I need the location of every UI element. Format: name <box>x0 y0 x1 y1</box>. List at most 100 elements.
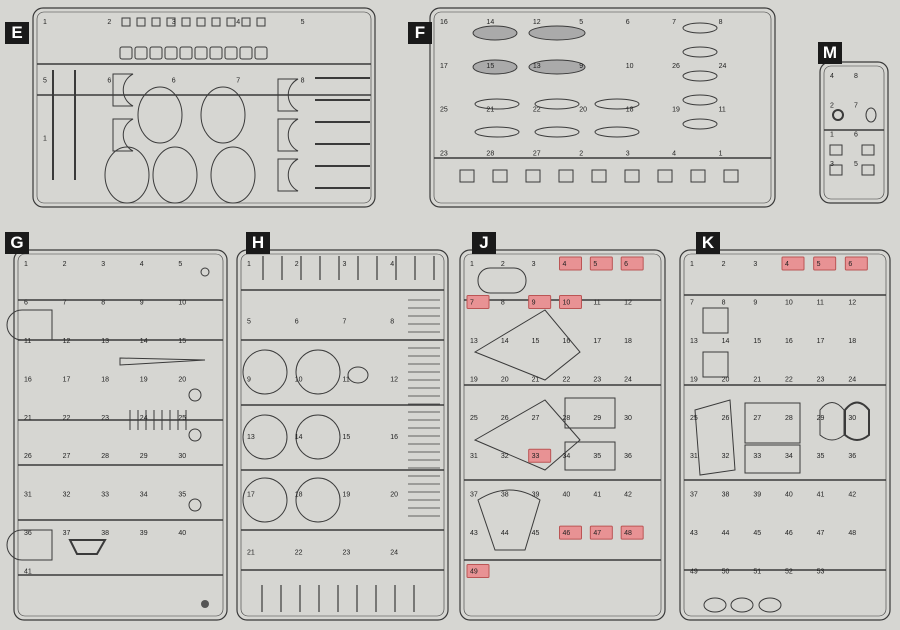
part-number: 34 <box>563 453 571 460</box>
part <box>164 46 178 60</box>
small-part <box>492 169 508 183</box>
part-number: 11 <box>593 299 600 306</box>
part-number: 15 <box>532 338 540 345</box>
highlighted-part <box>559 294 582 309</box>
part <box>254 46 268 60</box>
highlighted-part <box>466 564 490 579</box>
part-number: 2 <box>295 261 299 268</box>
part-number: 42 <box>848 492 856 499</box>
part <box>703 597 727 613</box>
part-number: 21 <box>247 549 255 556</box>
propeller-part <box>188 498 202 512</box>
part-number: 2 <box>501 261 505 268</box>
part-number: 8 <box>390 319 394 326</box>
hull-part <box>210 146 256 204</box>
part-number: 11 <box>343 376 350 383</box>
part-number: 41 <box>817 492 825 499</box>
small-part <box>558 169 574 183</box>
part-number: 10 <box>563 299 571 306</box>
part-number: 33 <box>753 453 761 460</box>
part-number: 5 <box>43 77 47 84</box>
part-number: 35 <box>178 492 186 499</box>
part-number: 12 <box>848 299 856 306</box>
deck-part <box>473 309 581 381</box>
part <box>829 144 843 156</box>
part-number: 21 <box>486 107 494 114</box>
part-number: 38 <box>722 492 730 499</box>
hull-part <box>200 86 246 144</box>
boat-part <box>472 59 518 75</box>
part <box>758 597 782 613</box>
part-number: 2 <box>107 19 111 26</box>
part-number: 53 <box>817 569 825 576</box>
part-number: 18 <box>624 338 632 345</box>
boat-part <box>682 22 718 34</box>
part <box>6 309 53 341</box>
part-number: 43 <box>690 530 698 537</box>
disc-part <box>242 477 288 523</box>
part-number: 13 <box>470 338 478 345</box>
part-number: 44 <box>501 530 509 537</box>
part-number: 2 <box>722 261 726 268</box>
part-number: 44 <box>722 530 730 537</box>
part <box>730 597 754 613</box>
highlighted-part <box>844 256 868 271</box>
part-number: 5 <box>817 261 821 268</box>
sprue-label-g: G <box>5 232 29 254</box>
part-number: 24 <box>624 376 632 383</box>
part-number: 3 <box>753 261 757 268</box>
part-number: 9 <box>247 376 251 383</box>
part-number: 13 <box>247 434 255 441</box>
part-number: 5 <box>247 319 251 326</box>
part <box>112 118 134 152</box>
part-number: 26 <box>501 415 509 422</box>
part-number: 19 <box>672 107 680 114</box>
part-number: 9 <box>579 63 583 70</box>
sprue-runner <box>823 65 885 200</box>
part-number: 29 <box>593 415 601 422</box>
part-number: 2 <box>63 261 67 268</box>
part-number: 3 <box>626 150 630 157</box>
part-number: 46 <box>785 530 793 537</box>
sprue-label-e: E <box>5 22 29 44</box>
part-number: 7 <box>343 319 347 326</box>
part-number: 41 <box>24 569 32 576</box>
sprue-frame <box>459 249 666 621</box>
part <box>68 539 107 555</box>
part-number: 17 <box>63 376 71 383</box>
part-number: 6 <box>624 261 628 268</box>
sprue-frame <box>236 249 449 621</box>
part-number: 4 <box>236 19 240 26</box>
part-number: 33 <box>101 492 109 499</box>
part-number: 3 <box>172 19 176 26</box>
boat-part <box>594 98 640 110</box>
part-number: 22 <box>295 549 303 556</box>
disc-part <box>242 414 288 460</box>
part <box>211 17 221 27</box>
part-number: 10 <box>295 376 303 383</box>
small-part <box>657 169 673 183</box>
part-number: 45 <box>532 530 540 537</box>
part-number: 46 <box>563 530 571 537</box>
part <box>829 164 843 176</box>
part-number: 3 <box>343 261 347 268</box>
part-number: 4 <box>140 261 144 268</box>
part <box>861 164 875 176</box>
part-number: 19 <box>470 376 478 383</box>
sprue-label-h: H <box>246 232 270 254</box>
part-number: 22 <box>563 376 571 383</box>
highlighted-part <box>466 294 490 309</box>
part <box>224 46 238 60</box>
part-number: 10 <box>178 299 186 306</box>
part-number: 47 <box>593 530 601 537</box>
part-number: 1 <box>247 261 251 268</box>
part-number: 13 <box>690 338 698 345</box>
part-number: 4 <box>563 261 567 268</box>
part-number: 28 <box>563 415 571 422</box>
part-number: 13 <box>101 338 109 345</box>
part-number: 7 <box>690 299 694 306</box>
part-number: 1 <box>470 261 474 268</box>
part-number: 28 <box>101 453 109 460</box>
part-number: 50 <box>722 569 730 576</box>
part-number: 6 <box>107 77 111 84</box>
